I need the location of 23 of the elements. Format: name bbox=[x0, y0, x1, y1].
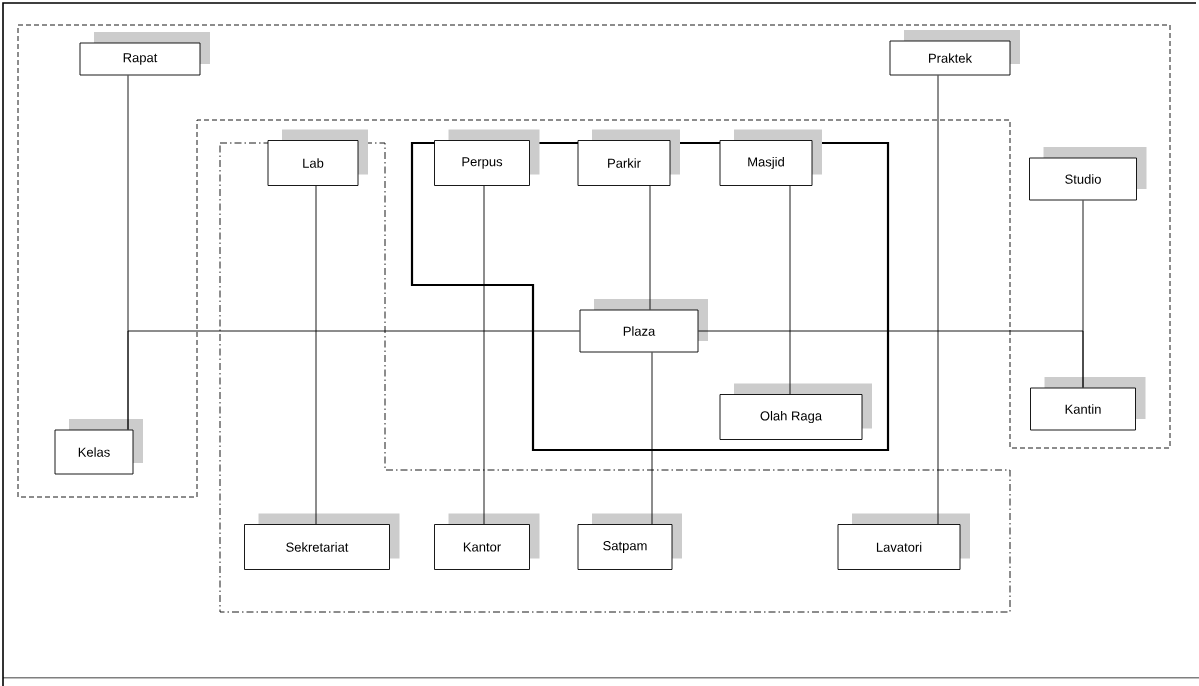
connector-line bbox=[937, 75, 939, 525]
place-box: Olah Raga bbox=[719, 383, 872, 440]
place-box: Lavatori bbox=[837, 513, 970, 570]
place-box: Plaza bbox=[579, 299, 708, 353]
connector-line bbox=[315, 185, 317, 525]
connector-line bbox=[649, 185, 651, 310]
place-box: Sekretariat bbox=[244, 513, 400, 570]
place-box: Masjid bbox=[719, 129, 822, 186]
place-box: Praktek bbox=[889, 30, 1020, 76]
connector-line bbox=[789, 185, 791, 395]
connector-line bbox=[651, 352, 653, 525]
place-box: Perpus bbox=[434, 129, 540, 186]
connector-line bbox=[483, 185, 485, 525]
place-box: Kantor bbox=[434, 513, 540, 570]
place-box: Kelas bbox=[54, 419, 143, 475]
place-box: Parkir bbox=[577, 129, 680, 186]
place-box: Studio bbox=[1029, 147, 1147, 201]
connector-line bbox=[127, 330, 580, 430]
place-box: Satpam bbox=[577, 513, 682, 570]
place-box: Kantin bbox=[1030, 377, 1146, 431]
place-box: Rapat bbox=[79, 32, 210, 76]
place-box: Lab bbox=[267, 129, 368, 186]
connector-line bbox=[1082, 200, 1084, 388]
